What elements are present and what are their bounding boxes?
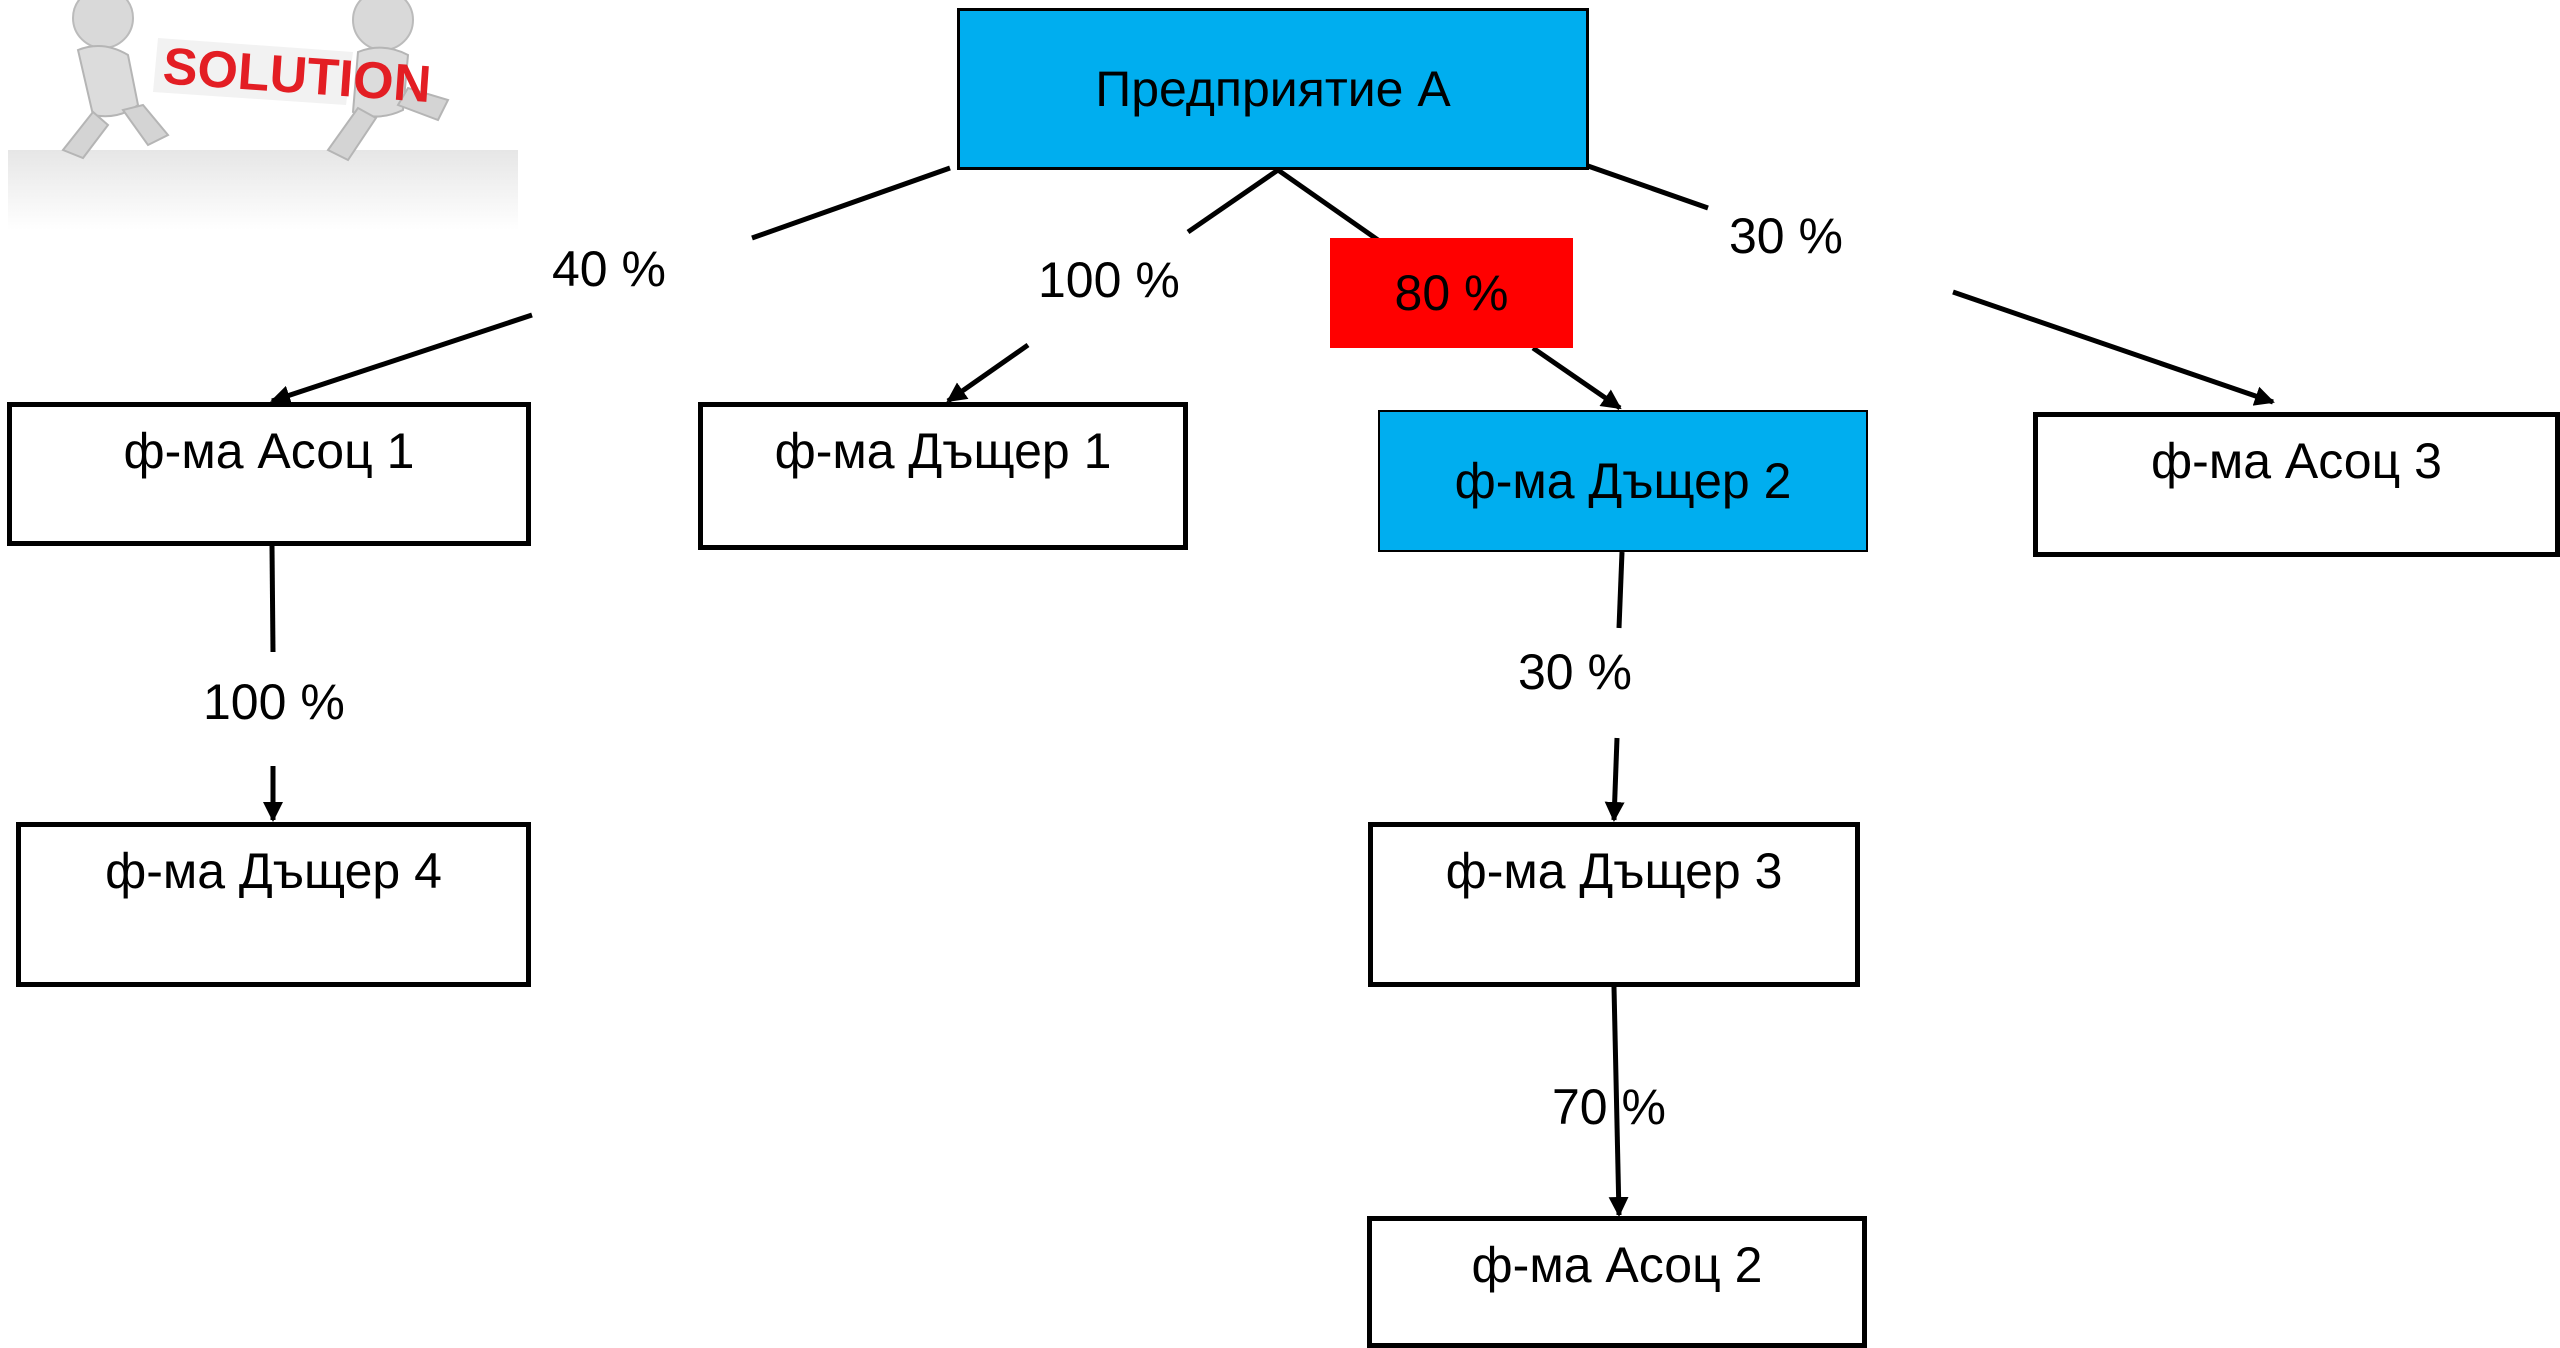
connector-parent-assoc3-upper — [1587, 163, 1709, 211]
solution-clipart-icon: SOLUTION — [8, 0, 518, 230]
pct-to-daughter2: 80 % — [1394, 265, 1509, 321]
pct-to-assoc3: 30 % — [1723, 209, 1849, 263]
node-daughter4-label: ф-ма Дъщер 4 — [105, 843, 442, 899]
connector-parent-daughter2-upper — [1276, 167, 1380, 243]
pct-to-daughter1: 100 % — [1032, 253, 1186, 307]
node-parent-label: Предприятие А — [1095, 61, 1451, 117]
pct-daughter3-to-assoc2: 70 % — [1552, 1079, 1666, 1135]
node-assoc1: ф-ма Асоц 1 — [7, 402, 531, 546]
pct-assoc1-to-daughter4: 100 % — [197, 675, 351, 729]
connector-parent-assoc1-upper — [751, 165, 951, 241]
connector-daughter2-daughter3-lower — [1604, 737, 1625, 822]
node-daughter1-label: ф-ма Дъщер 1 — [774, 423, 1112, 479]
node-assoc3: ф-ма Асоц 3 — [2033, 412, 2560, 557]
node-daughter2-label: ф-ма Дъщер 2 — [1454, 453, 1792, 509]
node-daughter1: ф-ма Дъщер 1 — [698, 402, 1188, 550]
node-assoc2: ф-ма Асоц 2 — [1367, 1216, 1867, 1348]
pct-to-assoc1: 40 % — [546, 242, 672, 296]
connector-assoc1-daughter4-upper — [269, 545, 276, 653]
node-assoc3-label: ф-ма Асоц 3 — [2151, 433, 2442, 489]
node-daughter3: ф-ма Дъщер 3 — [1368, 822, 1860, 987]
connector-parent-daughter1-upper — [1186, 167, 1280, 235]
node-daughter3-label: ф-ма Дъщер 3 — [1445, 843, 1783, 899]
connector-parent-daughter1-lower — [946, 342, 1030, 404]
node-daughter2: ф-ма Дъщер 2 — [1378, 410, 1868, 552]
connector-daughter3-assoc2 — [1608, 986, 1629, 1217]
connector-parent-assoc1-lower — [270, 312, 533, 405]
node-assoc1-label: ф-ма Асоц 1 — [123, 423, 415, 479]
pct-to-daughter2-badge: 80 % — [1330, 238, 1573, 348]
node-daughter4: ф-ма Дъщер 4 — [16, 822, 531, 987]
connector-daughter2-daughter3-upper — [1616, 551, 1625, 629]
pct-daughter2-to-daughter3: 30 % — [1512, 645, 1638, 699]
node-parent: Предприятие А — [957, 8, 1589, 170]
connector-parent-assoc3-lower — [1952, 289, 2275, 406]
connector-parent-daughter2-lower — [1531, 345, 1622, 411]
node-assoc2-label: ф-ма Асоц 2 — [1471, 1237, 1763, 1293]
